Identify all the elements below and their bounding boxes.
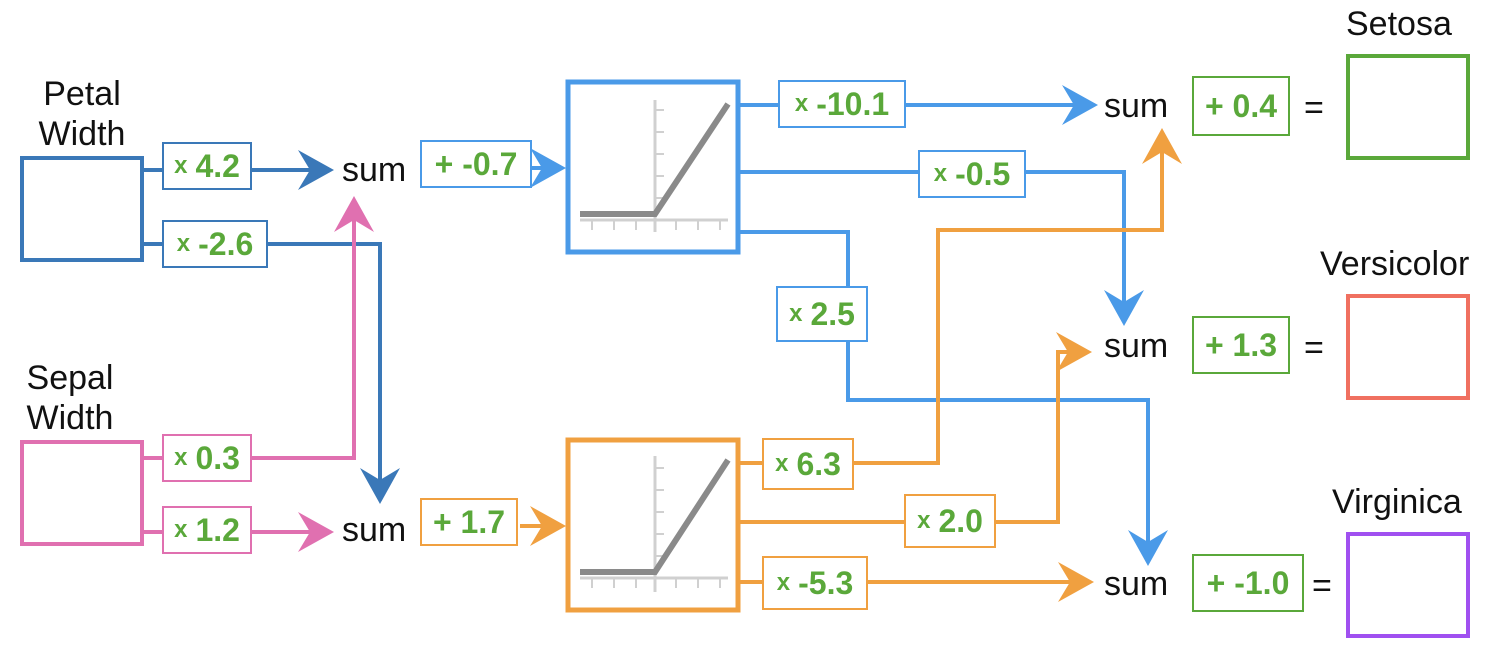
equals-virginica: =	[1312, 567, 1332, 605]
weight-top-virginica: x 2.5	[776, 286, 868, 342]
weight-prefix: x	[775, 450, 789, 477]
weight-prefix: x	[933, 160, 948, 187]
weight-value: -10.1	[816, 85, 890, 122]
weight-bottom-virginica: x -5.3	[762, 556, 868, 610]
sepal-label-line1: Sepal	[26, 359, 114, 397]
weight-prefix: x	[176, 230, 191, 257]
sepal-label-line2: Width	[26, 399, 114, 437]
wire-bottom-to-versicolor	[740, 332, 1092, 524]
wire-bottom-to-setosa	[740, 128, 1182, 465]
sum-virginica: sum	[1104, 565, 1169, 603]
bias-setosa: + 0.4	[1192, 76, 1290, 136]
petal-width-box	[20, 156, 144, 262]
setosa-output-box	[1346, 54, 1470, 160]
sum-hidden-top: sum	[342, 151, 407, 189]
weight-sepal-bottom: x 1.2	[162, 506, 252, 554]
weight-value: 0.3	[195, 439, 240, 476]
virginica-output-box	[1346, 532, 1470, 638]
bias-hidden-bottom: + 1.7	[420, 498, 518, 546]
wire-top-to-versicolor	[740, 170, 1144, 326]
weight-prefix: x	[776, 569, 791, 596]
relu-graph-icon	[565, 79, 741, 255]
sepal-width-label: Sepal Width	[10, 358, 130, 438]
weight-value: 6.3	[796, 445, 841, 482]
weight-top-versicolor: x -0.5	[918, 150, 1026, 198]
petal-width-label: Petal Width	[22, 74, 142, 154]
weight-value: 2.0	[938, 502, 983, 539]
weight-value: -2.6	[198, 225, 254, 262]
weight-prefix: x	[174, 152, 188, 179]
weight-petal-bottom: x -2.6	[162, 220, 268, 268]
weight-value: 1.2	[195, 511, 240, 548]
output-label-setosa: Setosa	[1346, 5, 1452, 43]
sum-versicolor: sum	[1104, 327, 1169, 365]
weight-prefix: x	[794, 90, 809, 117]
relu-graph-icon	[565, 437, 741, 613]
weight-value: 2.5	[810, 295, 855, 332]
weight-value: -5.3	[798, 564, 854, 601]
petal-label-line1: Petal	[43, 75, 121, 113]
wire-top-to-virginica	[740, 230, 1168, 566]
bias-hidden-top: + -0.7	[420, 140, 532, 188]
weight-sepal-top: x 0.3	[162, 434, 252, 482]
equals-setosa: =	[1304, 89, 1324, 127]
equals-versicolor: =	[1304, 329, 1324, 367]
weight-value: -0.5	[955, 155, 1011, 192]
weight-value: 4.2	[195, 147, 240, 184]
versicolor-output-box	[1346, 294, 1470, 400]
weight-prefix: x	[174, 444, 188, 471]
weight-prefix: x	[174, 516, 188, 543]
bias-versicolor: + 1.3	[1192, 316, 1290, 374]
petal-label-line2: Width	[38, 115, 126, 153]
weight-top-setosa: x -10.1	[778, 80, 906, 128]
weight-prefix: x	[917, 507, 931, 534]
sum-setosa: sum	[1104, 87, 1169, 125]
bias-virginica: + -1.0	[1192, 554, 1304, 612]
output-label-versicolor: Versicolor	[1320, 245, 1470, 283]
weight-petal-top: x 4.2	[162, 142, 252, 190]
output-label-virginica: Virginica	[1332, 483, 1462, 521]
weight-bottom-versicolor: x 2.0	[904, 494, 996, 548]
weight-bottom-setosa: x 6.3	[762, 438, 854, 490]
sum-hidden-bottom: sum	[342, 511, 407, 549]
weight-prefix: x	[789, 300, 803, 327]
sepal-width-box	[20, 440, 144, 546]
